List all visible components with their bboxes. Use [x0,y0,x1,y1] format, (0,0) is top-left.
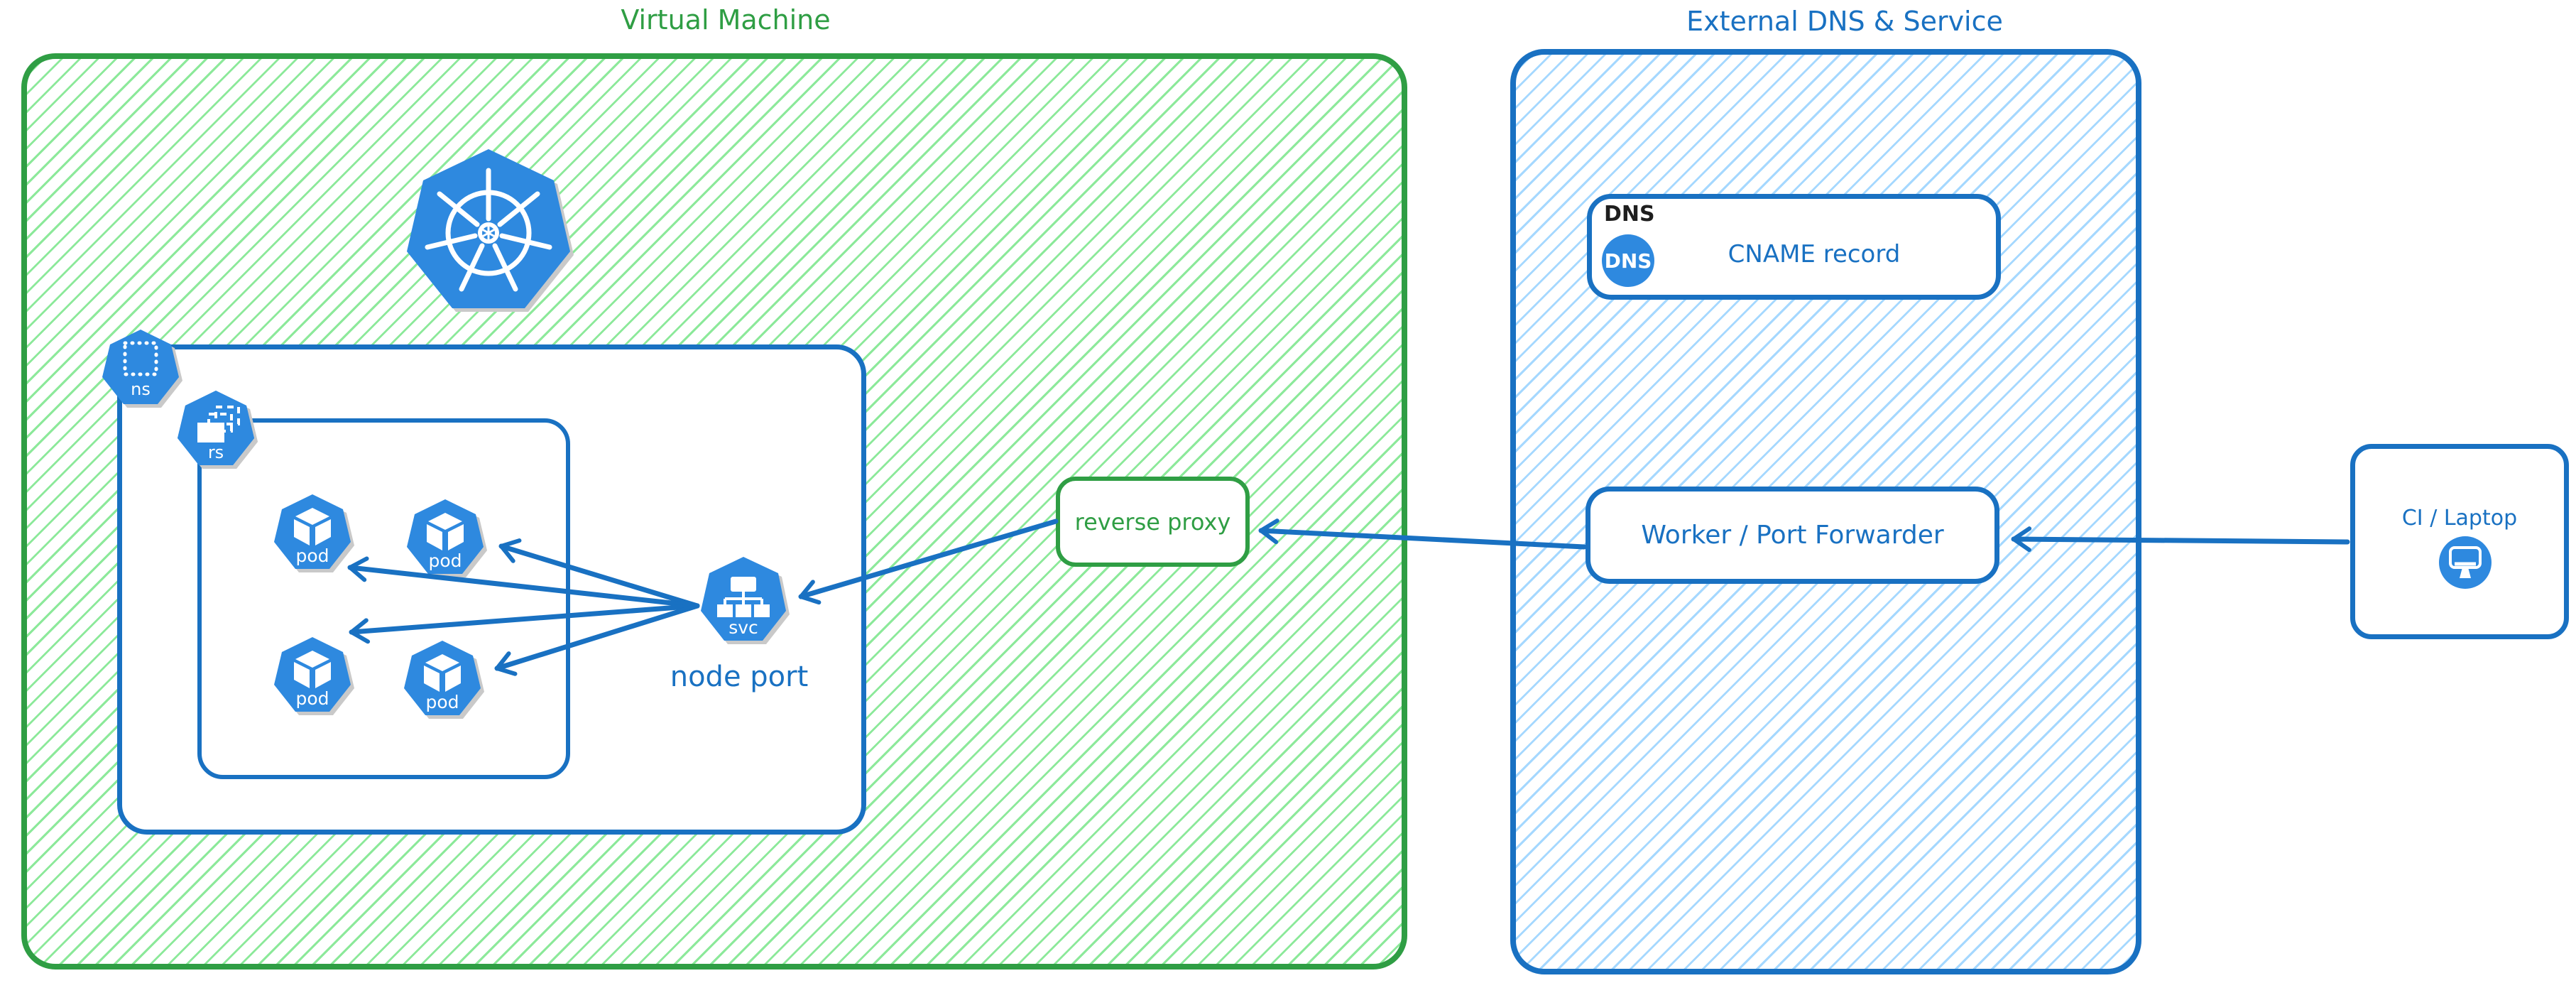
vm-group-title: Virtual Machine [621,4,831,36]
pod-icon[interactable]: pod [400,637,485,722]
service-icon-label: svc [728,617,758,638]
namespace-icon-label: ns [131,379,151,399]
dns-box[interactable] [1587,194,2001,300]
dns-header: DNS [1604,202,1655,227]
pod-icon-label: pod [295,688,329,709]
worker-box[interactable]: Worker / Port Forwarder [1586,487,1999,584]
dns-icon-label: DNS [1604,249,1652,273]
service-icon[interactable]: svc [695,551,792,651]
reverse-proxy-box[interactable]: reverse proxy [1056,477,1250,567]
pod-icon[interactable]: pod [403,496,488,581]
pod-icon-label: pod [428,550,462,571]
kubernetes-logo-icon[interactable] [402,146,576,320]
ci-laptop-label: CI / Laptop [2401,506,2518,531]
ci-laptop-monitor-badge[interactable] [2439,536,2492,589]
namespace-icon[interactable]: ns [98,326,183,411]
replicaset-box[interactable] [197,418,570,779]
cname-record-label: CNAME record [1728,240,1901,268]
pod-icon[interactable]: pod [270,634,355,719]
worker-label: Worker / Port Forwarder [1641,521,1944,550]
dns-icon[interactable]: DNS [1602,234,1654,287]
monitor-icon [2449,546,2482,578]
external-group-title: External DNS & Service [1686,6,2003,37]
replicaset-icon[interactable]: rs [173,387,258,472]
pod-icon[interactable]: pod [270,491,355,576]
pod-icon-label: pod [425,692,459,712]
node-port-caption: node port [670,661,809,693]
reverse-proxy-label: reverse proxy [1074,508,1231,536]
replicaset-icon-label: rs [208,442,224,462]
pod-icon-label: pod [295,545,329,566]
